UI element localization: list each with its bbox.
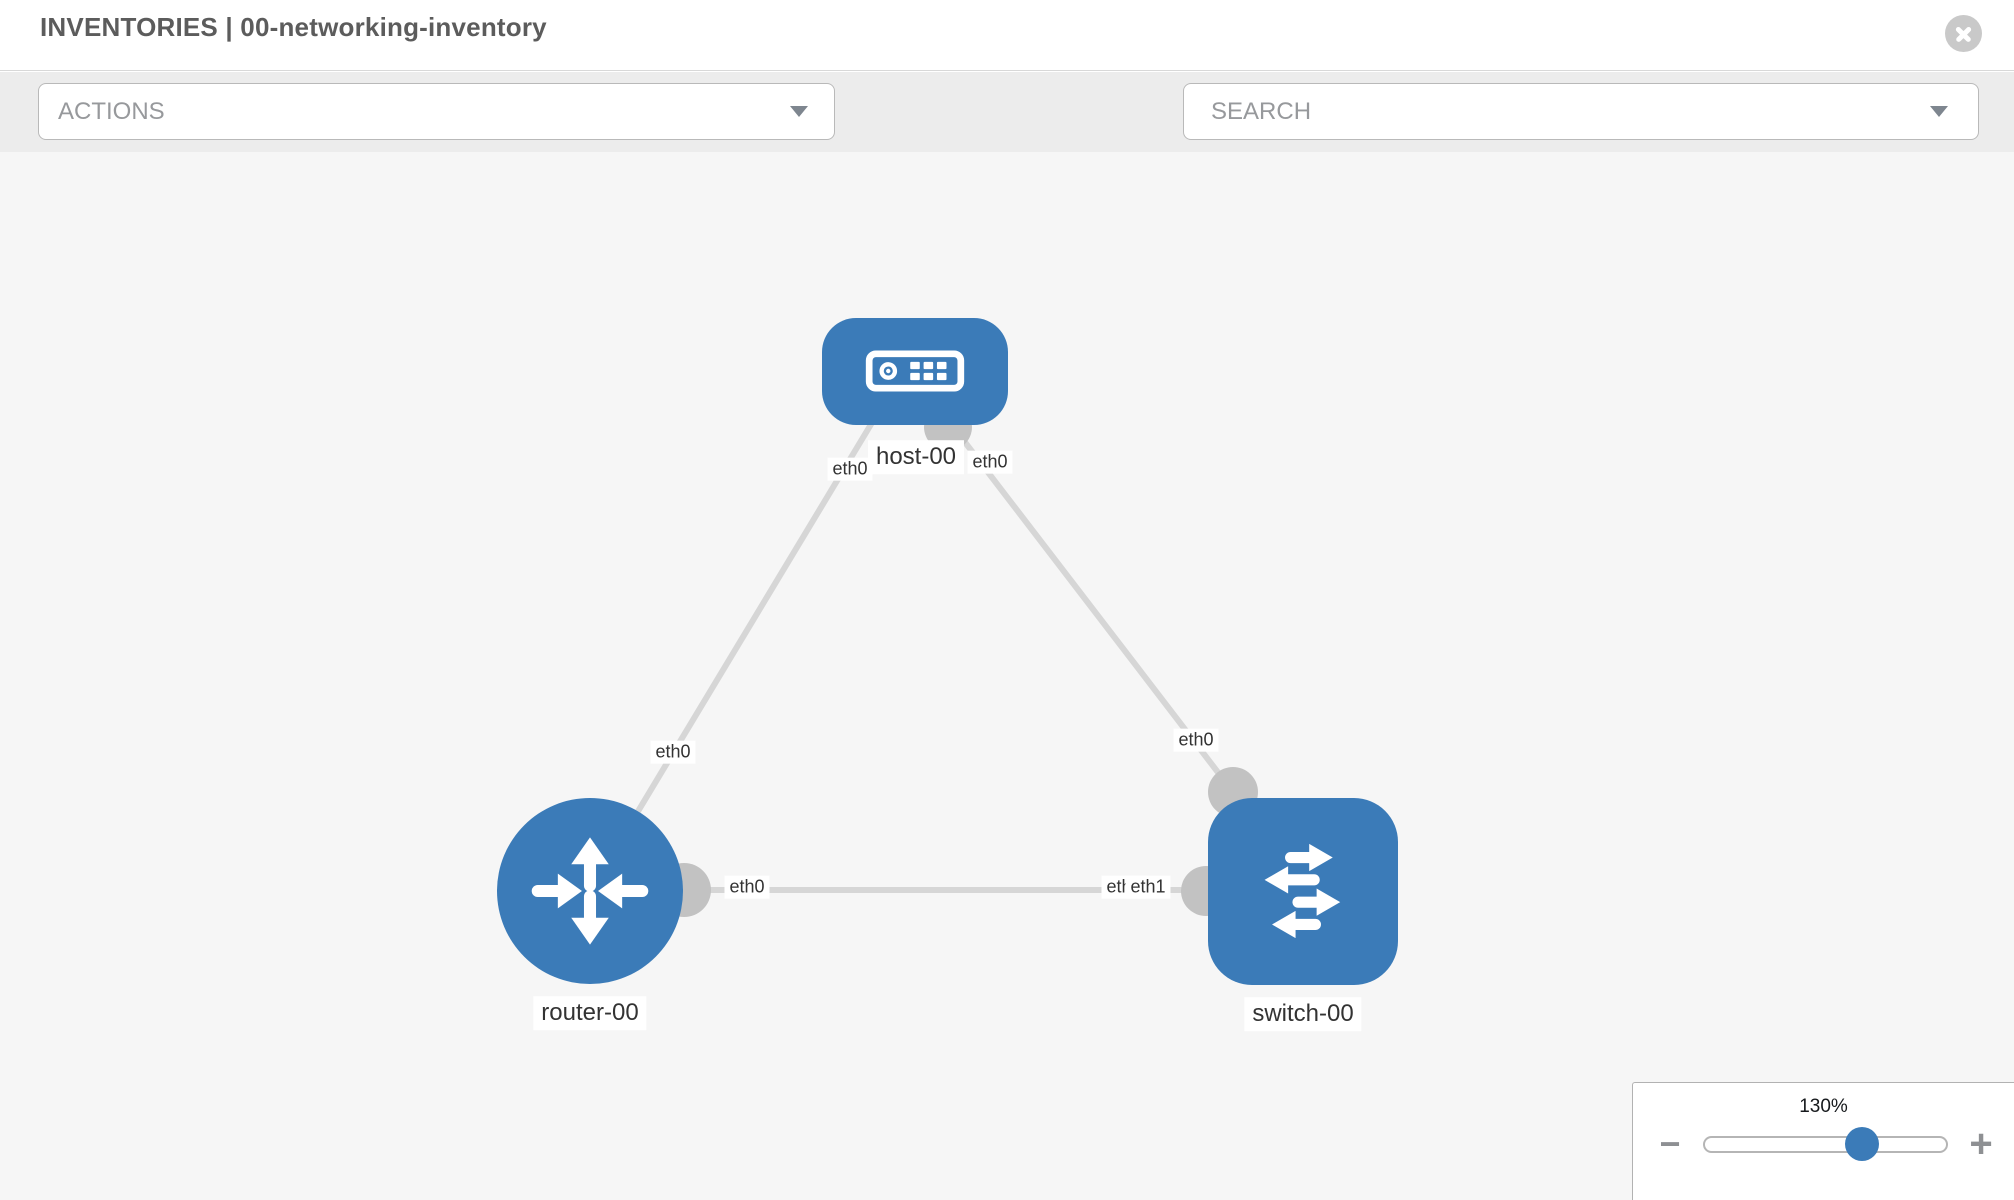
node-switch-00[interactable]	[1208, 797, 1398, 985]
zoom-level: 130%	[1799, 1096, 1848, 1117]
node-label-host-00[interactable]: host-00	[867, 440, 965, 474]
node-label-router-00[interactable]: router-00	[533, 996, 647, 1030]
interface-label-eth0: eth0	[827, 457, 873, 481]
host-device-icon	[865, 350, 965, 392]
node-host-00[interactable]	[822, 317, 1008, 425]
window-header: INVENTORIES | 00-networking-inventory	[0, 0, 2014, 71]
nodes-layer: host-00 router-00 switch-00 eth0 eth0 eth0 eth…	[0, 152, 2014, 1200]
node-router-00[interactable]	[497, 798, 683, 984]
chevron-down-icon	[790, 106, 808, 117]
switch-arrows-icon	[1241, 829, 1365, 953]
zoom-out-button[interactable]: −	[1659, 1123, 1681, 1164]
chevron-down-icon	[1930, 106, 1948, 117]
search-dropdown-label: SEARCH	[1211, 97, 1312, 125]
toolbar: ACTIONS SEARCH	[0, 72, 2014, 205]
zoom-slider[interactable]	[1703, 1127, 1948, 1161]
page-title: INVENTORIES | 00-networking-inventory	[40, 12, 547, 42]
topology-canvas[interactable]: host-00 router-00 switch-00 eth0 eth0 eth0 eth…	[0, 152, 2014, 1200]
zoom-controls-row: − +	[1649, 1122, 2002, 1166]
zoom-in-button[interactable]: +	[1969, 1122, 1993, 1166]
interface-label-eth0: eth0	[967, 450, 1013, 474]
zoom-panel: 130% − +	[1632, 1082, 2014, 1200]
interface-label-eth0: eth0	[650, 740, 696, 764]
close-icon[interactable]	[1945, 15, 1982, 52]
node-label-switch-00[interactable]: switch-00	[1244, 997, 1362, 1031]
actions-dropdown[interactable]: ACTIONS	[38, 83, 835, 140]
actions-dropdown-label: ACTIONS	[58, 97, 165, 125]
interface-label-eth0: eth0	[724, 875, 770, 899]
zoom-slider-handle[interactable]	[1844, 1127, 1879, 1161]
search-dropdown[interactable]: SEARCH	[1183, 83, 1979, 140]
interface-label-eth1: eth1	[1125, 875, 1171, 899]
interface-label-eth0: eth0	[1173, 728, 1219, 752]
router-arrows-icon	[523, 824, 657, 958]
